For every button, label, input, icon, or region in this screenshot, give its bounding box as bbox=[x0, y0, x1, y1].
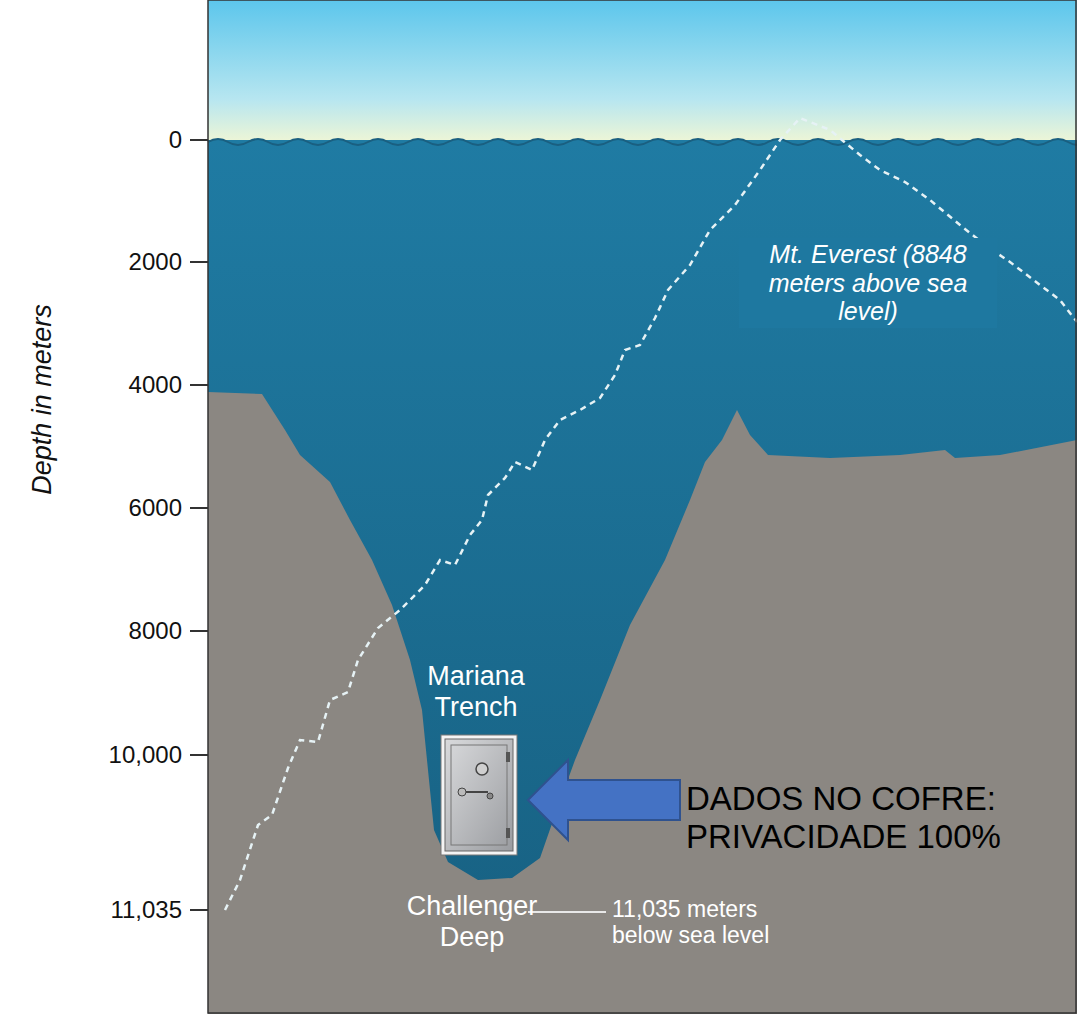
seafloor bbox=[208, 392, 1077, 1014]
mountain-label: Mt. Everest (8848 meters above sea level… bbox=[739, 238, 997, 328]
callout-text: DADOS NO COFRE: PRIVACIDADE 100% bbox=[686, 780, 1071, 856]
axis-tick-label: 8000 bbox=[129, 617, 182, 645]
everest-outline bbox=[225, 118, 1077, 910]
axis-tick-label: 2000 bbox=[129, 248, 182, 276]
axis-tick-label: 4000 bbox=[129, 371, 182, 399]
plot-frame bbox=[208, 0, 1076, 1013]
axis-title: Depth in meters bbox=[26, 305, 57, 496]
safe-icon bbox=[441, 735, 517, 855]
axis-tick-label: 10,000 bbox=[109, 741, 182, 769]
axis-tick-label: 0 bbox=[169, 126, 182, 154]
depth-note: 11,035 meters below sea level bbox=[612, 896, 802, 949]
callout-arrow bbox=[528, 760, 680, 840]
ocean-water bbox=[208, 140, 1077, 1014]
axis-tick-label: 6000 bbox=[129, 494, 182, 522]
leader-line bbox=[528, 911, 606, 913]
sky bbox=[208, 0, 1077, 142]
sea-surface bbox=[208, 139, 1077, 145]
axis-tick-label: 11,035 bbox=[110, 896, 182, 924]
trench-label: Mariana Trench bbox=[411, 661, 541, 723]
deep-label: Challenger Deep bbox=[392, 891, 552, 953]
axis-ticks bbox=[190, 140, 208, 910]
